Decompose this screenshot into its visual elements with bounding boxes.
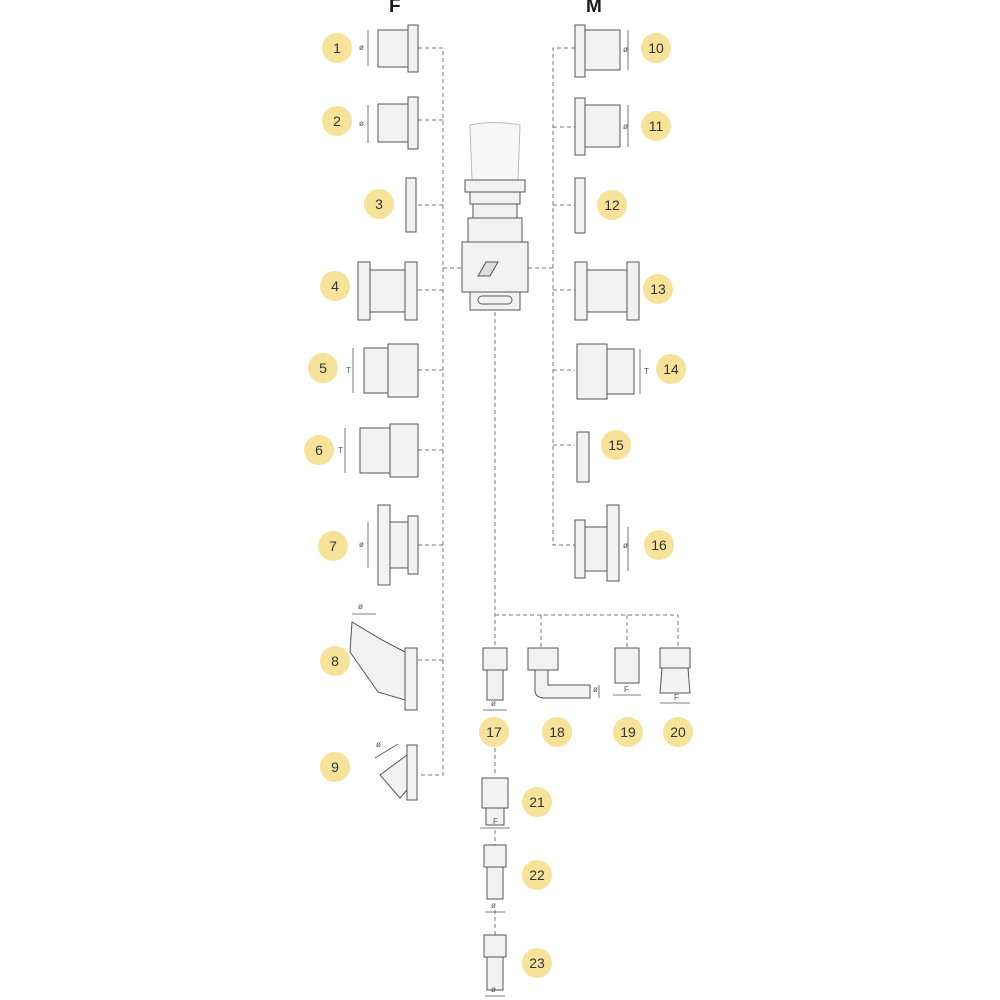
dimension-label: F	[674, 693, 679, 702]
dimension-label: F	[624, 685, 629, 694]
part-number-badge: 18	[542, 717, 572, 747]
dimension-label: ø	[593, 685, 598, 694]
part-number-badge: 7	[318, 531, 348, 561]
dimension-label: ø	[623, 122, 628, 131]
part-number-badge: 20	[663, 717, 693, 747]
part-number-badge: 11	[641, 111, 671, 141]
dimension-label: T	[338, 446, 343, 455]
part-number-badge: 14	[656, 354, 686, 384]
female-header: F	[389, 0, 401, 17]
part-number-badge: 19	[613, 717, 643, 747]
central-valve	[461, 122, 529, 311]
dimension-label: F	[493, 817, 498, 826]
part-number-badge: 3	[364, 189, 394, 219]
connector-lines	[418, 47, 679, 935]
part-number-badge: 23	[522, 948, 552, 978]
part-number-badge: 16	[644, 530, 674, 560]
dimension-label: ø	[623, 45, 628, 54]
female-parts	[349, 24, 419, 801]
part-number-badge: 9	[320, 752, 350, 782]
dimension-label: ø	[491, 901, 496, 910]
dimension-label: T	[644, 367, 649, 376]
dimension-label: ø	[359, 540, 364, 549]
dimension-label: T	[346, 366, 351, 375]
part-number-badge: 2	[322, 106, 352, 136]
dimension-label: ø	[358, 602, 363, 611]
dimension-label: ø	[376, 740, 381, 749]
hose-tails	[481, 647, 691, 991]
part-number-badge: 6	[304, 435, 334, 465]
part-number-badge: 8	[320, 646, 350, 676]
part-number-badge: 21	[522, 787, 552, 817]
part-number-badge: 22	[522, 860, 552, 890]
part-number-badge: 10	[641, 33, 671, 63]
part-number-badge: 17	[479, 717, 509, 747]
dimension-label: ø	[623, 541, 628, 550]
part-number-badge: 12	[597, 190, 627, 220]
part-number-badge: 1	[322, 33, 352, 63]
dimension-label: ø	[491, 985, 496, 994]
dimension-label: ø	[359, 119, 364, 128]
dimension-label: ø	[359, 43, 364, 52]
part-number-badge: 15	[601, 430, 631, 460]
male-parts	[574, 24, 640, 582]
part-number-badge: 5	[308, 353, 338, 383]
part-number-badge: 13	[643, 274, 673, 304]
part-number-badge: 4	[320, 271, 350, 301]
male-header: M	[586, 0, 602, 17]
dimension-lines	[344, 30, 690, 997]
dimension-label: ø	[491, 699, 496, 708]
